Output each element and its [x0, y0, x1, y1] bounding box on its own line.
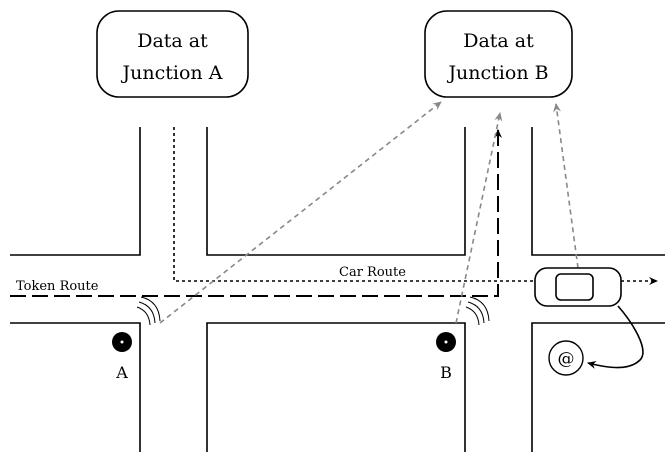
- road-edge: [206, 127, 466, 256]
- junction-b-box-frame: [424, 10, 573, 98]
- junction-b-box-line1: Data at: [463, 30, 534, 52]
- sensor-a-label: A: [115, 363, 128, 382]
- car-route-label: Car Route: [339, 265, 406, 280]
- junction-a-box-frame: [96, 10, 249, 98]
- car-to-contact-arrow: [587, 305, 644, 369]
- upload-arrow-b-to-junction-b: [455, 112, 503, 324]
- car-icon: [534, 267, 622, 307]
- junction-a-box-line2: Junction A: [121, 62, 223, 84]
- junction-b-box-line2: Junction B: [446, 62, 548, 84]
- junction-b-box: Data at Junction B: [424, 10, 573, 98]
- sensor-a-center: [120, 340, 124, 344]
- sensor-node-b: B: [436, 296, 490, 382]
- token-route-label: Token Route: [16, 279, 99, 294]
- signal-waves-icon: [136, 296, 161, 326]
- upload-arrow-a-to-junction-b: [159, 101, 442, 324]
- road-edge: [531, 322, 665, 452]
- sensor-node-a: A: [112, 296, 161, 382]
- junction-a-box-line1: Data at: [137, 30, 208, 52]
- car-cabin: [555, 273, 594, 301]
- road-edge: [206, 322, 466, 452]
- at-contact-symbol: @: [558, 349, 575, 369]
- at-contact-icon: @: [548, 340, 584, 376]
- upload-arrow-car-to-junction-b: [553, 103, 579, 269]
- token-route-line: [10, 129, 502, 297]
- signal-waves-icon: [465, 296, 490, 326]
- junction-a-box: Data at Junction A: [96, 10, 249, 98]
- road-network: [10, 127, 665, 452]
- road-edge: [10, 322, 141, 452]
- sensor-b-label: B: [440, 363, 452, 382]
- at-contact-circle: [548, 340, 584, 376]
- road-edge: [10, 127, 141, 256]
- sensor-b-center: [444, 340, 448, 344]
- road-edge: [531, 127, 665, 256]
